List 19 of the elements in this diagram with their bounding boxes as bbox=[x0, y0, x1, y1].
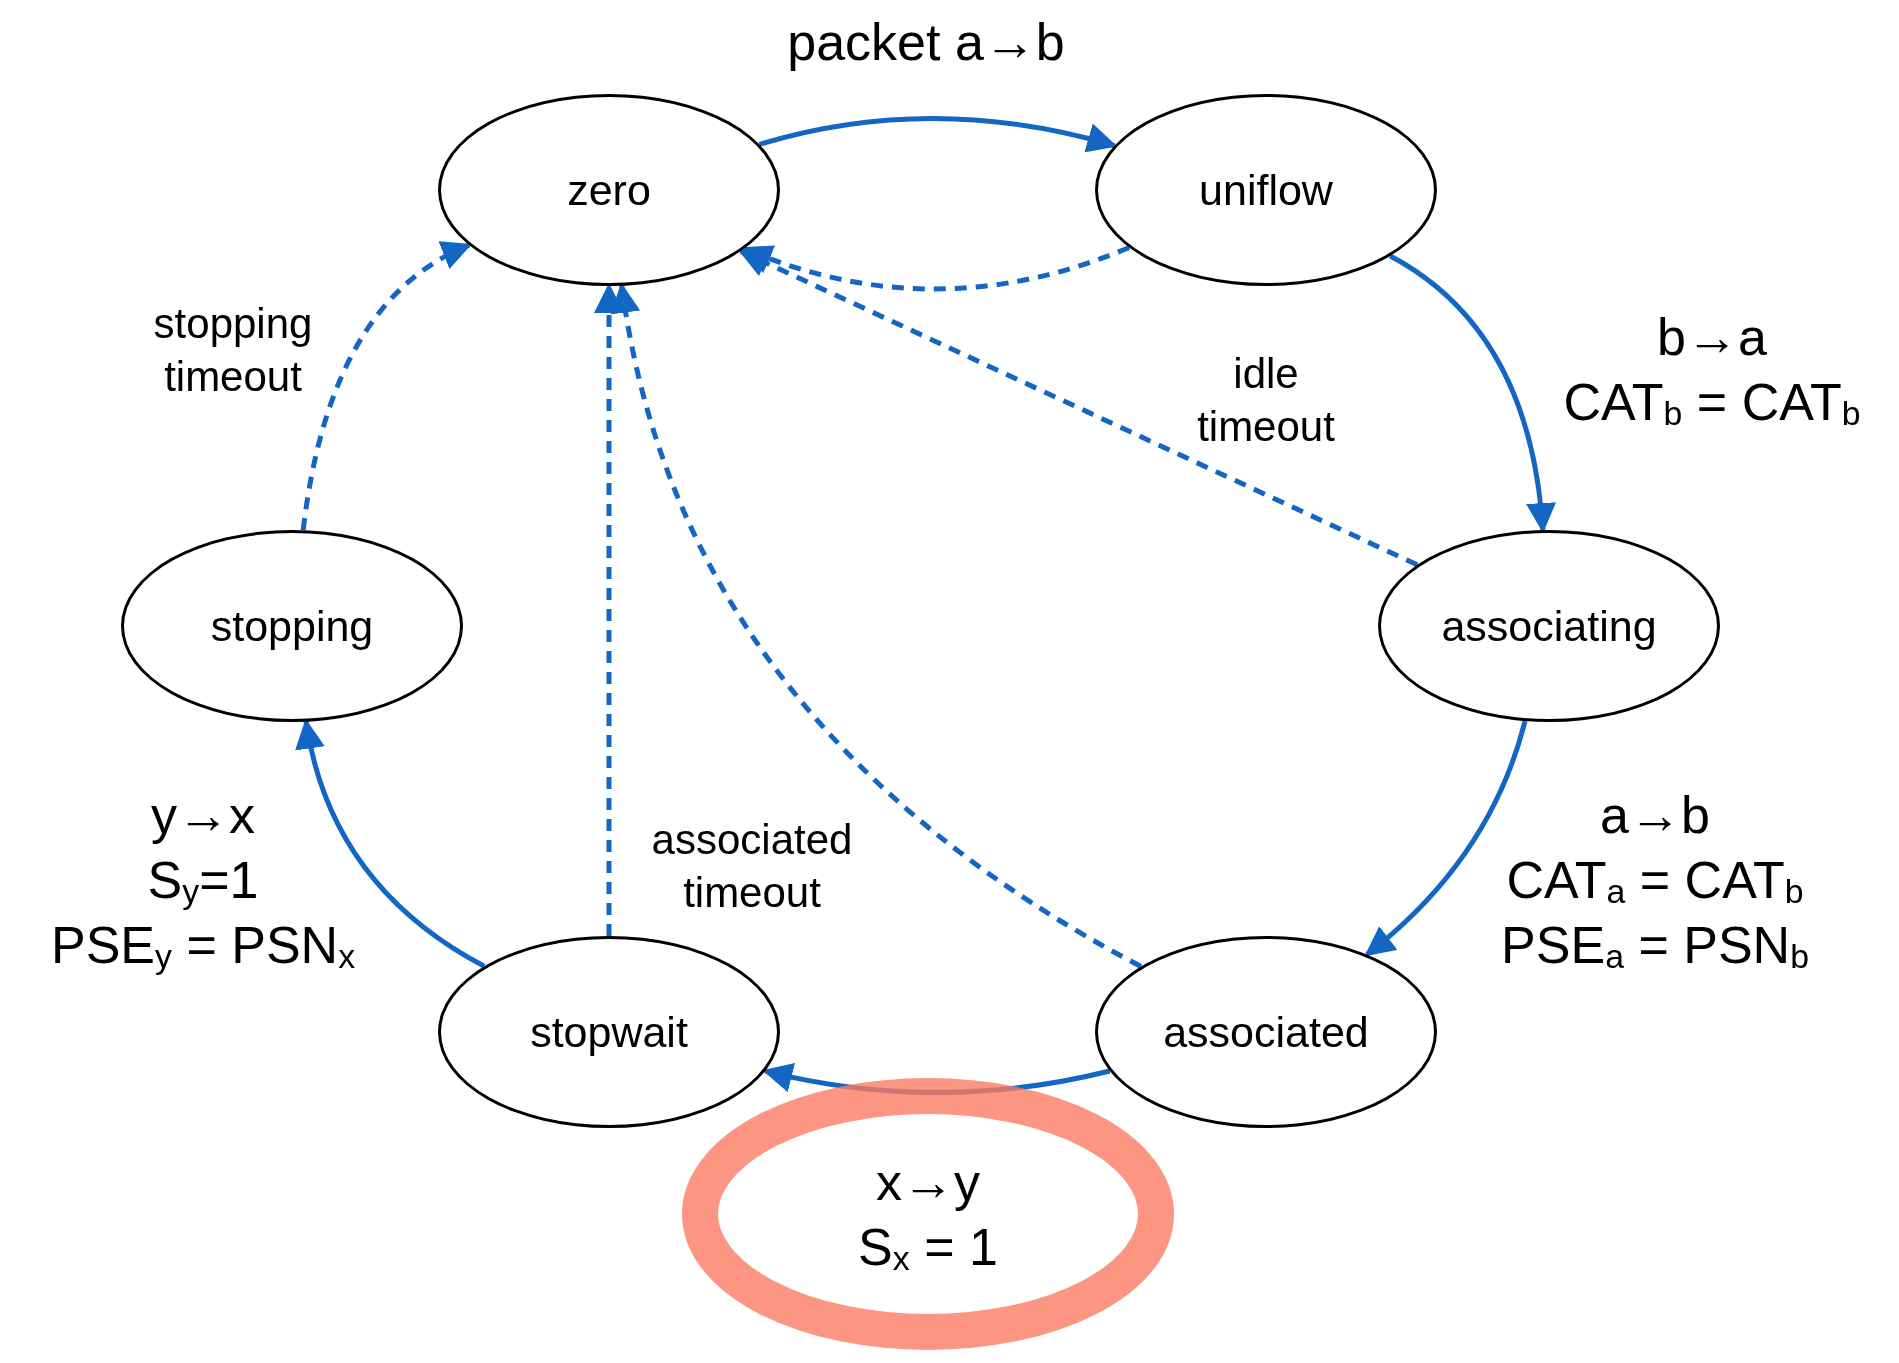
arrow bbox=[758, 116, 1118, 153]
state-name: stopwait bbox=[530, 1007, 688, 1057]
edge-label: packet a→b bbox=[787, 11, 1065, 73]
dashed-arrow bbox=[300, 242, 472, 531]
state-name: stopping bbox=[210, 601, 374, 651]
edge-label: b→a CAT$_{b}$ = CAT$_{b}$ bbox=[1563, 307, 1861, 435]
state-name: associated bbox=[1163, 1007, 1369, 1057]
state-name: associating bbox=[1441, 601, 1657, 651]
edge-label: a→b CAT$_{a}$ = CAT$_{b}$ PSE$_{a}$ = PSN$_{b}$ bbox=[1501, 784, 1809, 977]
state-name: uniflow bbox=[1199, 165, 1333, 215]
edge-label: idle timeout bbox=[1197, 348, 1335, 451]
arrow bbox=[1364, 720, 1528, 957]
state-name: zero bbox=[567, 165, 651, 215]
edge-label: x→y S$_{x}$ = 1 bbox=[858, 1152, 998, 1280]
edge-label: associated timeout bbox=[651, 814, 853, 917]
edge-label: y→x S$_{y}$=1 PSE$_{y}$ = PSN$_{x}$ bbox=[50, 784, 356, 977]
dashed-arrow bbox=[741, 244, 1131, 292]
edge-label: stopping timeout bbox=[153, 298, 313, 401]
dashed-arrow bbox=[738, 248, 1419, 568]
